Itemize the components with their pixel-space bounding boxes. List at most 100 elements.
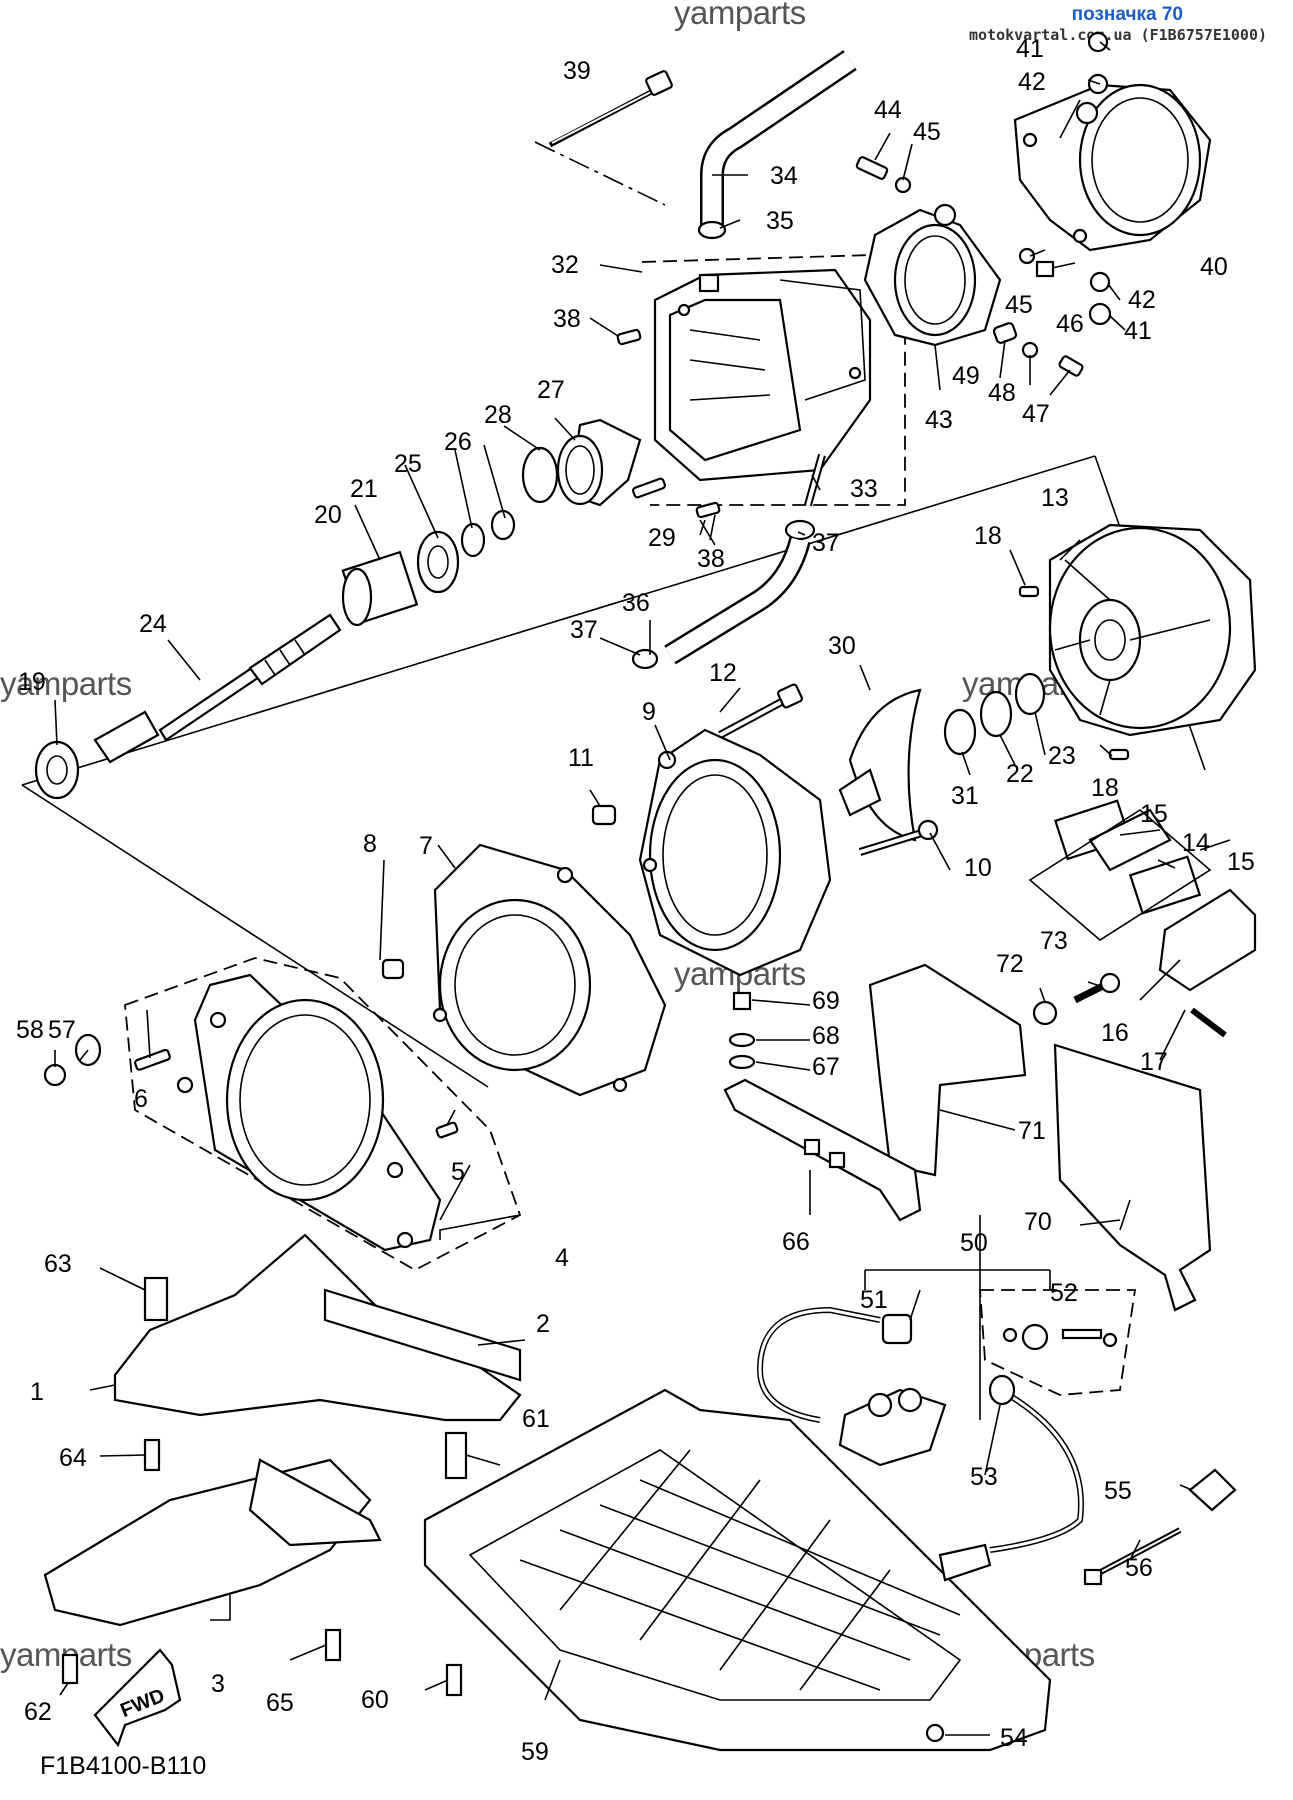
callout-numbers: 1 2 3 4 5 6 7 8 9 10 11 12 13 14 15 15 1…	[16, 35, 1255, 1766]
callout-number: 46	[1056, 310, 1084, 338]
callout-number: 36	[622, 589, 650, 617]
callout-number: 56	[1125, 1554, 1153, 1582]
callout-number: 42	[1128, 286, 1156, 314]
fwd-arrow	[93, 1648, 182, 1748]
callout-number: 66	[782, 1228, 810, 1256]
callout-number: 27	[537, 376, 565, 404]
bolt-17	[1190, 1007, 1227, 1038]
sleeve-20	[341, 550, 419, 627]
cable-51	[757, 1306, 1084, 1582]
callout-number: 33	[850, 475, 878, 503]
pin-38	[616, 328, 642, 346]
callout-number: 50	[960, 1229, 988, 1257]
callout-number: 60	[361, 1686, 389, 1714]
callout-number: 37	[570, 616, 598, 644]
hose-36	[664, 537, 811, 665]
callout-number: 44	[874, 96, 902, 124]
callout-number: 8	[363, 830, 377, 858]
bolt-41	[1088, 302, 1112, 326]
callout-number: 54	[1000, 1724, 1028, 1752]
cap-27	[556, 418, 642, 507]
callout-number: 5	[451, 1158, 465, 1186]
callout-number: 30	[828, 632, 856, 660]
callout-number: 21	[350, 475, 378, 503]
callout-number: 18	[1091, 774, 1119, 802]
bolt-10	[858, 819, 939, 856]
bracket-16	[1158, 888, 1257, 992]
sleeve-11	[591, 804, 617, 826]
callout-number: 25	[394, 450, 422, 478]
callout-number: 29	[648, 524, 676, 552]
callout-number: 39	[563, 57, 591, 85]
callout-number: 65	[266, 1689, 294, 1717]
callout-number: 17	[1140, 1048, 1168, 1076]
callout-number: 14	[1182, 829, 1210, 857]
nozzle-40	[1013, 83, 1212, 252]
group-box-4	[124, 957, 522, 1272]
grommet-53	[988, 1374, 1016, 1406]
page-label: позначка 70	[1071, 4, 1183, 25]
callout-number: 6	[134, 1085, 148, 1113]
bolt-61	[444, 1431, 468, 1480]
callout-number: 61	[522, 1405, 550, 1433]
washer-68	[728, 1032, 756, 1048]
bolt-29	[631, 477, 667, 499]
plate-66	[723, 1078, 922, 1222]
bolt-60	[445, 1663, 463, 1697]
callout-number: 59	[521, 1738, 549, 1766]
pin-5	[435, 1121, 459, 1139]
callout-number: 57	[48, 1016, 76, 1044]
bearing-21	[416, 530, 460, 594]
stud-6	[134, 1048, 171, 1071]
callout-number: 41	[1016, 35, 1044, 63]
nut-46	[1035, 260, 1055, 278]
ring-31	[943, 708, 977, 756]
callout-number: 40	[1200, 253, 1228, 281]
callout-number: 16	[1101, 1019, 1129, 1047]
callout-number: 72	[996, 950, 1024, 978]
callout-number: 43	[925, 406, 953, 434]
group-line-14	[1028, 809, 1212, 941]
bracket-3	[248, 1458, 382, 1547]
seal-23	[1014, 672, 1046, 716]
watermark: yamparts	[674, 0, 806, 31]
callout-number: 38	[553, 305, 581, 333]
washer-67	[728, 1054, 756, 1070]
screw-54	[925, 1723, 945, 1743]
ride-plate-59	[423, 1388, 1052, 1752]
callout-number: 64	[59, 1444, 87, 1472]
bolt-44	[855, 156, 889, 180]
callout-number: 58	[16, 1016, 44, 1044]
impeller-30	[838, 688, 922, 842]
nut-26	[490, 509, 516, 541]
callout-number: 73	[1040, 927, 1068, 955]
plate-70	[1053, 1043, 1212, 1312]
callout-number: 9	[642, 698, 656, 726]
callout-number: 34	[770, 162, 798, 190]
callout-number: 62	[24, 1698, 52, 1726]
callout-number: 23	[1048, 742, 1076, 770]
collar-72	[1032, 1000, 1058, 1026]
seal-25	[460, 522, 486, 558]
drawing-code: F1B4100-B110	[40, 1752, 207, 1780]
callout-number: 45	[1005, 291, 1033, 319]
pin-38	[695, 501, 721, 519]
housing-32	[653, 268, 872, 482]
clamp-37	[784, 519, 816, 541]
bolt-65	[324, 1628, 342, 1662]
callout-number: 2	[536, 1310, 550, 1338]
callout-number: 10	[964, 854, 992, 882]
callout-number: 67	[812, 1053, 840, 1081]
callout-number: 13	[1041, 484, 1069, 512]
callout-number: 52	[1050, 1279, 1078, 1307]
callout-number: 69	[812, 987, 840, 1015]
callout-number: 32	[551, 251, 579, 279]
bolt-64	[143, 1438, 161, 1472]
ring-22	[979, 690, 1013, 738]
collar-42	[1089, 271, 1111, 293]
callout-number: 11	[568, 744, 594, 772]
callout-number: 35	[766, 207, 794, 235]
leader-lines	[54, 41, 1231, 1736]
